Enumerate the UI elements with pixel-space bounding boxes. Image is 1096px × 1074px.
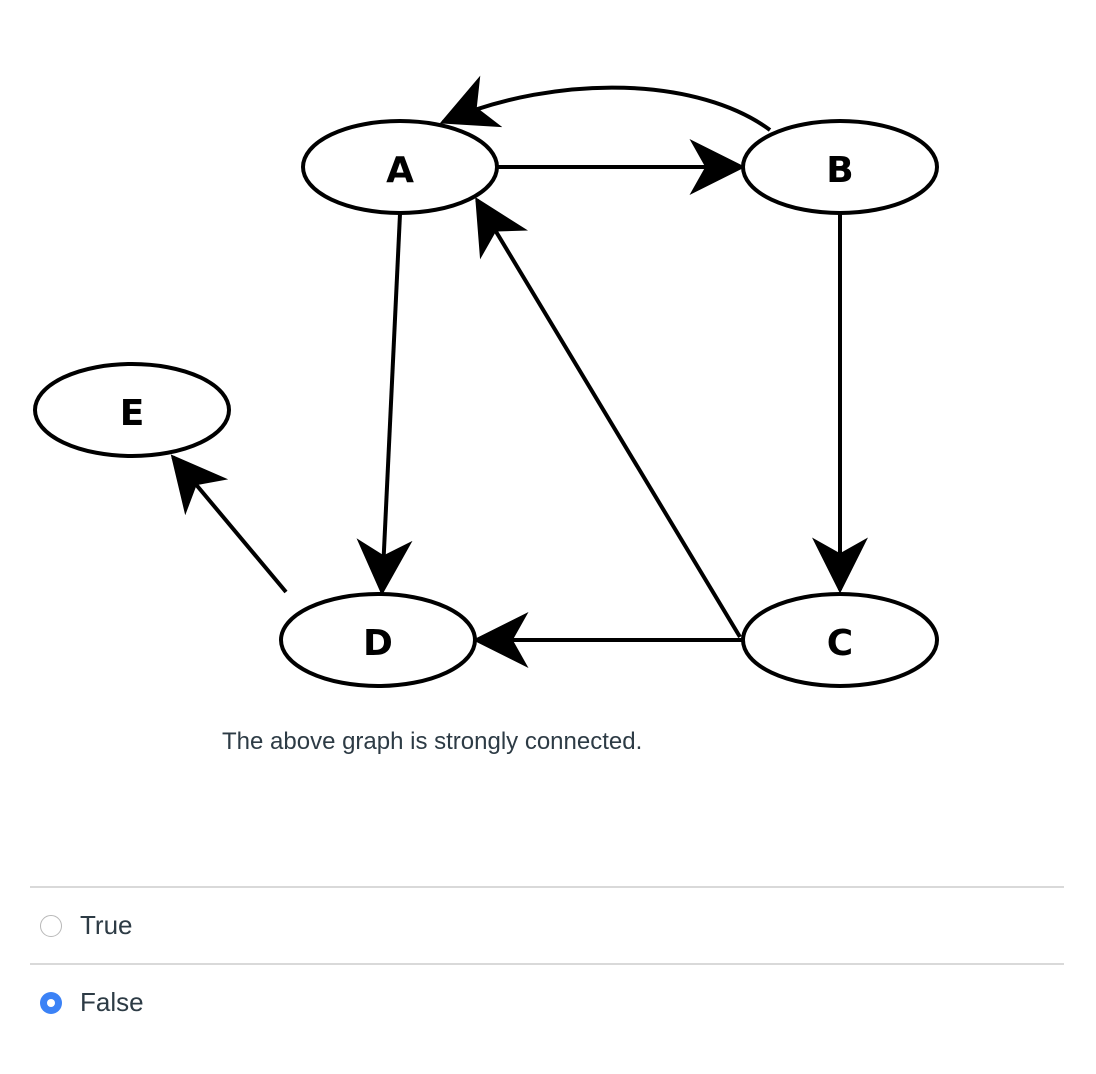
divider	[30, 963, 1064, 965]
node-d-label: D	[363, 623, 393, 664]
node-b: B	[741, 119, 939, 215]
node-e: E	[33, 362, 231, 458]
edge-d-to-e	[170, 454, 288, 594]
node-e-label: E	[120, 393, 145, 434]
node-a: A	[301, 119, 499, 215]
divider	[30, 886, 1064, 888]
node-c-label: C	[827, 623, 853, 664]
radio-false[interactable]	[40, 991, 62, 1014]
directed-graph-figure: A B C D E	[33, 75, 939, 688]
answer-option-false[interactable]: False	[30, 965, 1064, 1040]
answer-option-true[interactable]: True	[30, 888, 1064, 963]
edge-c-to-a	[475, 197, 742, 639]
node-a-label: A	[386, 150, 414, 191]
radio-true[interactable]	[40, 914, 62, 937]
answer-list: True False	[30, 886, 1064, 1040]
question-text: The above graph is strongly connected.	[222, 728, 643, 755]
node-d: D	[279, 592, 477, 688]
answer-label-false: False	[80, 987, 144, 1017]
edge-b-to-a	[439, 75, 772, 132]
graph-svg: A B C D E	[33, 75, 939, 688]
node-c: C	[741, 592, 939, 688]
node-b-label: B	[826, 150, 853, 191]
answer-label-true: True	[80, 910, 133, 940]
edge-a-to-d	[356, 213, 413, 596]
